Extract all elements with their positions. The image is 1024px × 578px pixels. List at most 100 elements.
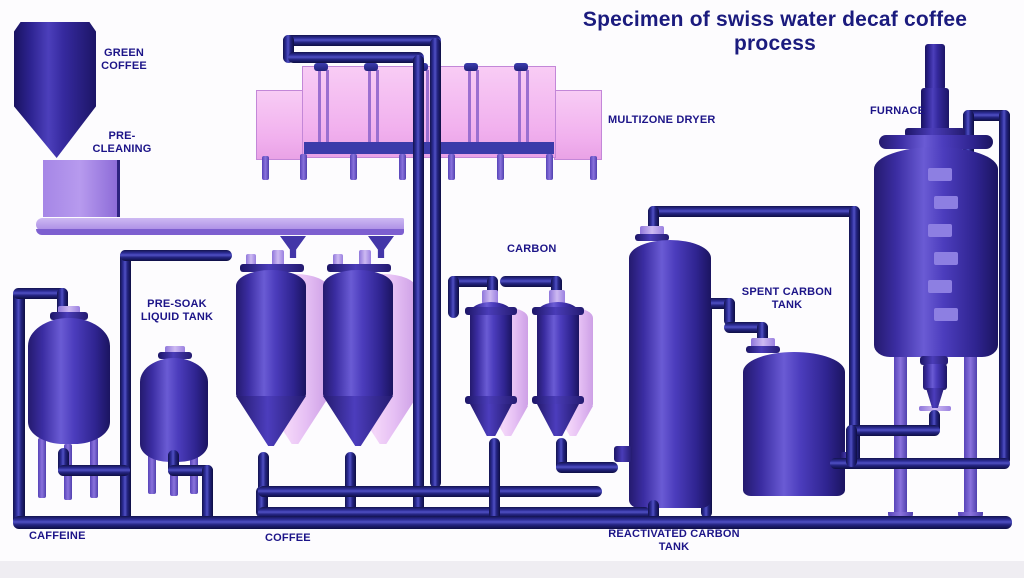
- pipe-dryer-drop-inner: [413, 55, 424, 513]
- pipe-reactivated-top-riser: [648, 206, 659, 238]
- dryer-bolt: [364, 63, 378, 71]
- coffee-tank-flange: [240, 264, 304, 272]
- pipe-mid-horizontal: [120, 250, 232, 261]
- furnace-top-plate: [905, 128, 965, 137]
- pipe-spent-inlet-c: [724, 322, 768, 333]
- pre-cleaning-box: [43, 160, 120, 217]
- carbon-column-flange: [465, 396, 517, 404]
- presoak-liquid-tank: [140, 358, 208, 462]
- carbon-column-2: [537, 302, 579, 406]
- pipe-u-top-run: [258, 486, 602, 497]
- furnace-discharge-body: [923, 364, 947, 390]
- carbon-column-flange: [532, 396, 584, 404]
- bottom-shade: [0, 561, 1024, 578]
- pipe-carbon-mid-h: [500, 276, 562, 287]
- label-multizone-dryer: MULTIZONE DRYER: [608, 114, 716, 126]
- furnace-vent: [928, 280, 952, 293]
- pipe-furnace-discharge-v: [929, 410, 940, 434]
- pipe-u-bottom-run: [258, 507, 650, 518]
- caffeine-tank-neck: [58, 306, 80, 316]
- furnace-vent: [928, 168, 952, 181]
- caffeine-tank-flange: [50, 312, 88, 320]
- coffee-tank-top-stub: [246, 254, 256, 270]
- pipe-presoak-outlet-v: [168, 450, 179, 476]
- pipe-furnace-top: [963, 110, 1010, 121]
- reactivated-tank-nozzle: [614, 446, 632, 462]
- label-carbon: CARBON: [507, 243, 557, 255]
- pipe-coffee1-outlet: [258, 452, 269, 494]
- reactivated-carbon-tank: [629, 240, 711, 508]
- dryer-leg: [448, 154, 455, 180]
- diagram-title: Specimen of swiss water decaf coffee pro…: [582, 8, 968, 55]
- furnace-vent: [934, 196, 958, 209]
- spent-carbon-tank: [743, 352, 845, 496]
- pipe-left-loop-horizontal: [13, 288, 68, 299]
- spent-tank-flange: [746, 346, 780, 353]
- carbon-column-top-stub: [549, 290, 565, 304]
- dryer-leg: [546, 154, 553, 180]
- dryer-leg: [590, 156, 597, 180]
- dryer-divider: [326, 70, 329, 150]
- dryer-divider: [426, 70, 429, 150]
- pipe-reactivated-top: [648, 206, 860, 217]
- carbon-column-flange: [465, 307, 517, 315]
- dryer-wing-left: [256, 90, 306, 160]
- pipe-spent-inlet-b: [724, 298, 735, 326]
- pipe-coffee2-outlet: [345, 452, 356, 512]
- pipe-caffeine-inlet: [57, 288, 68, 322]
- furnace-discharge-flange: [919, 406, 951, 411]
- carbon-column-flange: [532, 307, 584, 315]
- dryer-divider: [318, 70, 321, 150]
- spent-tank-neck: [751, 338, 775, 348]
- pipe-left-loop-vertical: [13, 290, 25, 525]
- carbon-column-top-stub: [482, 290, 498, 304]
- presoak-tank-leg: [148, 448, 156, 494]
- pipe-furnace-discharge-h: [846, 425, 940, 436]
- dryer-bolt: [314, 63, 328, 71]
- pipe-main-bottom-run: [13, 516, 1012, 529]
- dryer-conveyor-band: [304, 142, 554, 154]
- dryer-divider: [376, 70, 379, 150]
- dryer-leg: [399, 154, 406, 180]
- pipe-presoak-outlet-h: [168, 465, 213, 476]
- pipe-caffeine-outlet-h: [58, 465, 130, 476]
- label-pre-cleaning: PRE- CLEANING: [92, 130, 152, 155]
- label-coffee: COFFEE: [265, 532, 311, 544]
- furnace-top-rim: [879, 135, 993, 149]
- pipe-hairpin-bottom: [288, 52, 424, 63]
- caffeine-tank: [28, 318, 110, 444]
- dryer-bolt: [464, 63, 478, 71]
- label-spent-carbon-tank: SPENT CARBON TANK: [741, 286, 833, 311]
- pipe-furnace-discharge-drop: [846, 425, 857, 467]
- pipe-carbon2-to-reactivated: [556, 462, 618, 473]
- pipe-presoak-outlet-drop: [202, 465, 213, 525]
- dryer-leg: [262, 156, 269, 180]
- pipe-dryer-drop-outer: [430, 38, 441, 488]
- pipe-hairpin-cap: [283, 35, 294, 63]
- dryer-leg: [350, 154, 357, 180]
- furnace-discharge-cone: [926, 388, 944, 408]
- dryer-divider: [526, 70, 529, 150]
- label-reactivated-carbon-tank: REACTIVATED CARBON TANK: [608, 528, 740, 553]
- pipe-reactivated-to-spent: [849, 206, 860, 464]
- furnace-vent: [934, 252, 958, 265]
- coffee-extraction-tank-1: [236, 270, 306, 398]
- furnace-leg: [964, 350, 977, 516]
- pipe-carbon2-outlet: [556, 438, 567, 472]
- coffee-extraction-tank-2: [323, 270, 393, 398]
- pipe-mid-vertical: [120, 250, 131, 522]
- pipe-hairpin-top: [283, 35, 441, 46]
- coffee-tank-top-stub: [333, 254, 343, 270]
- label-furnace: FURNACE: [870, 105, 926, 117]
- dryer-divider: [368, 70, 371, 150]
- furnace-chimney-top: [925, 44, 945, 90]
- dryer-leg: [497, 154, 504, 180]
- dryer-wing-right: [554, 90, 602, 160]
- pipe-reactivated-outlet: [648, 500, 659, 524]
- dryer-divider: [518, 70, 521, 150]
- furnace-vent: [934, 308, 958, 321]
- label-green-coffee: GREEN COFFEE: [101, 47, 147, 72]
- presoak-tank-neck: [165, 346, 185, 355]
- pipe-spent-inlet-a: [701, 298, 735, 309]
